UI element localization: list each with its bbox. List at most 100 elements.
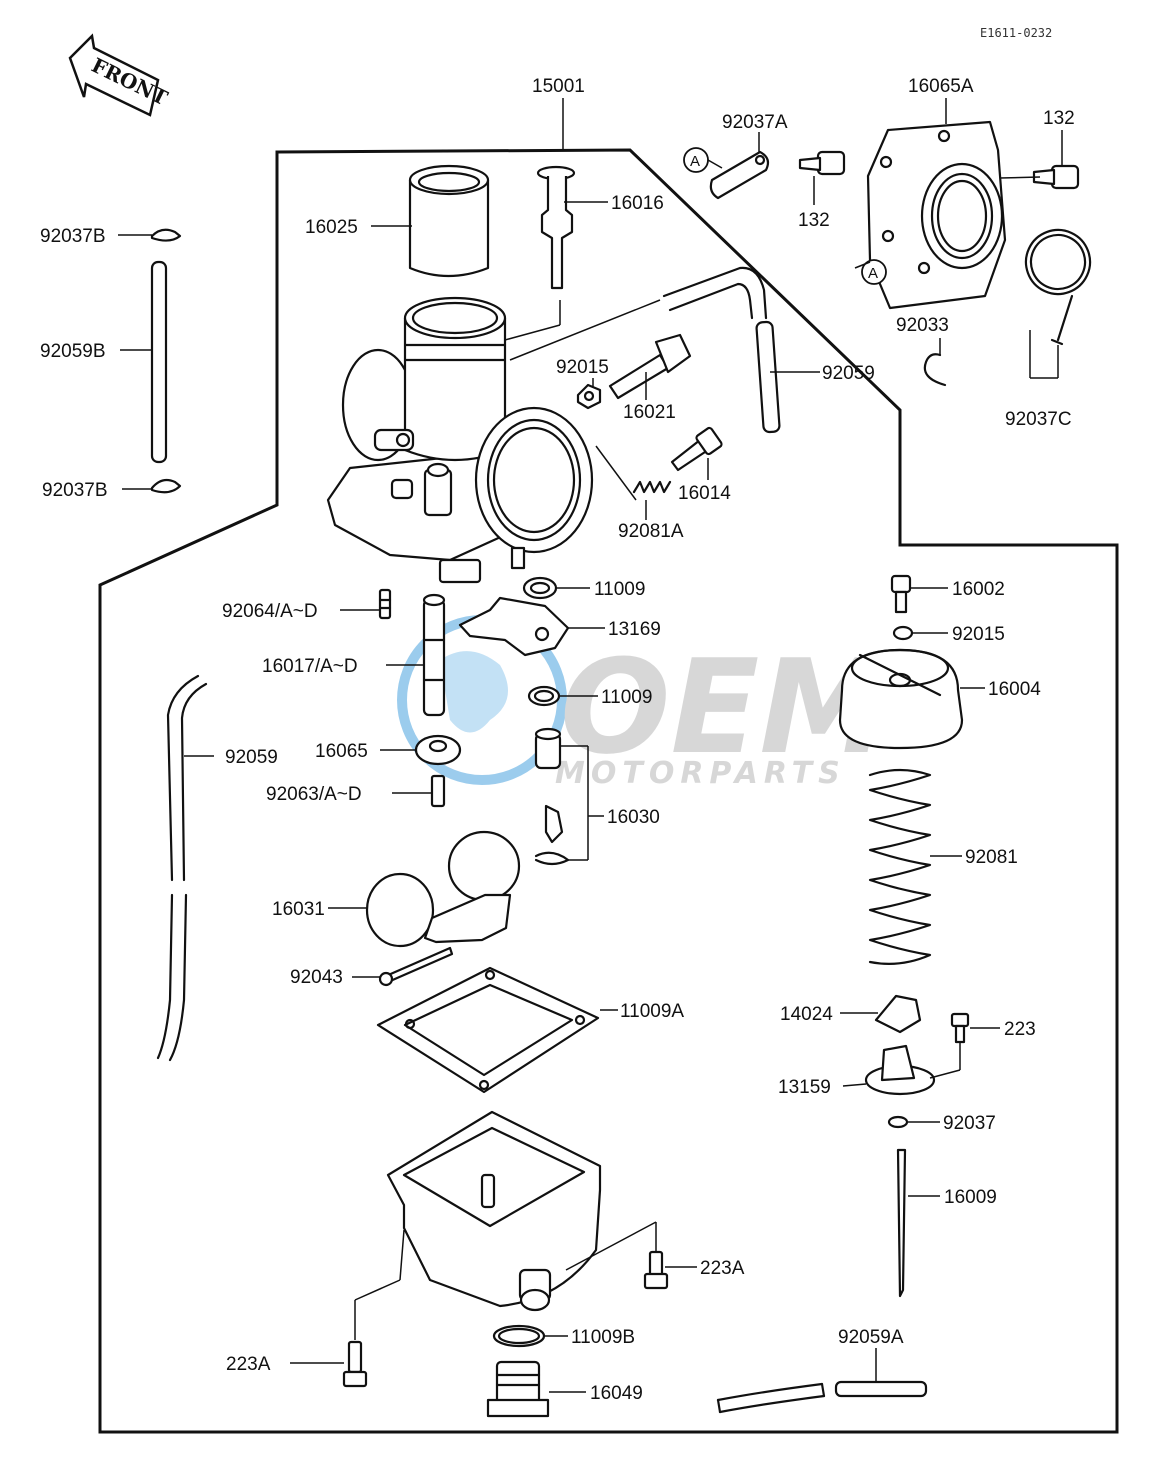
label-92037B-top: 92037B bbox=[40, 226, 106, 247]
throttle-slide-part bbox=[408, 164, 490, 278]
label-16004: 16004 bbox=[988, 679, 1041, 700]
label-16016: 16016 bbox=[611, 193, 664, 214]
label-92064: 92064/A~D bbox=[222, 601, 318, 622]
label-14024: 14024 bbox=[780, 1004, 833, 1025]
intake-holder-part bbox=[866, 120, 1007, 310]
part-labels: 15001 16065A 92037A 132 132 92037B 16025… bbox=[40, 76, 1075, 1404]
o-ring-part-upper bbox=[522, 576, 558, 600]
tube-part-left bbox=[150, 260, 168, 464]
pilot-jet-part bbox=[378, 588, 392, 620]
cable-adjuster-part bbox=[536, 165, 576, 290]
label-92015-upper: 92015 bbox=[556, 357, 609, 378]
screw-part-223 bbox=[950, 1012, 970, 1044]
clamp-part-top bbox=[150, 228, 182, 242]
tube-part-bottom bbox=[716, 1380, 928, 1414]
label-223A-right: 223A bbox=[700, 1258, 745, 1279]
label-92015-lower: 92015 bbox=[952, 624, 1005, 645]
callout-a-left: A bbox=[683, 147, 709, 173]
label-16002: 16002 bbox=[952, 579, 1005, 600]
label-16021: 16021 bbox=[623, 402, 676, 423]
callout-a-right: A bbox=[861, 259, 887, 285]
label-16065A: 16065A bbox=[908, 76, 974, 97]
label-13159: 13159 bbox=[778, 1077, 831, 1098]
watermark: OEM MOTORPARTS bbox=[397, 615, 889, 791]
label-132-right: 132 bbox=[1043, 108, 1075, 129]
diagram-code: E1611-0232 bbox=[980, 26, 1052, 40]
callout-a-left-label: A bbox=[690, 153, 700, 170]
label-13169: 13169 bbox=[608, 619, 661, 640]
label-11009-upper: 11009 bbox=[594, 579, 645, 600]
needle-clip-ring-part bbox=[887, 1115, 909, 1129]
washer-part bbox=[414, 734, 462, 766]
plate-part bbox=[709, 150, 770, 200]
label-92037: 92037 bbox=[943, 1113, 996, 1134]
label-92059-left: 92059 bbox=[225, 747, 278, 768]
bolt-part-223A-left bbox=[342, 1340, 368, 1388]
watermark-brand: OEM bbox=[560, 631, 889, 783]
label-16030: 16030 bbox=[607, 807, 660, 828]
label-92059A: 92059A bbox=[838, 1327, 904, 1348]
label-92059B: 92059B bbox=[40, 341, 106, 362]
float-bowl-gasket-part bbox=[376, 966, 600, 1094]
label-92063: 92063/A~D bbox=[266, 784, 362, 805]
label-223: 223 bbox=[1004, 1019, 1036, 1040]
watermark-sub: MOTORPARTS bbox=[555, 756, 846, 791]
label-92081A: 92081A bbox=[618, 521, 684, 542]
label-132-left: 132 bbox=[798, 210, 830, 231]
carburetor-body-part bbox=[326, 296, 594, 584]
label-16014: 16014 bbox=[678, 483, 731, 504]
nut-part-upper bbox=[576, 383, 602, 410]
label-11009-lower: 11009 bbox=[601, 687, 652, 708]
label-16009: 16009 bbox=[944, 1187, 997, 1208]
label-11009B: 11009B bbox=[571, 1327, 635, 1348]
front-arrow-icon: FRONT bbox=[68, 33, 172, 117]
assembly-frame bbox=[98, 148, 1119, 1434]
label-16049: 16049 bbox=[590, 1383, 643, 1404]
air-screw-part bbox=[670, 426, 723, 472]
float-part bbox=[365, 830, 521, 948]
label-92037A: 92037A bbox=[722, 112, 788, 133]
baffle-plate-part bbox=[458, 596, 570, 657]
label-92081: 92081 bbox=[965, 847, 1018, 868]
label-16065: 16065 bbox=[315, 741, 368, 762]
label-16025: 16025 bbox=[305, 217, 358, 238]
label-92043: 92043 bbox=[290, 967, 343, 988]
float-pin-part bbox=[378, 946, 454, 987]
throttle-spring-part bbox=[868, 768, 932, 965]
bolt-part-132-left bbox=[798, 150, 846, 176]
label-92033: 92033 bbox=[896, 315, 949, 336]
bolt-part-132-right bbox=[1032, 164, 1080, 190]
main-jet-part bbox=[430, 774, 446, 808]
leader-lines bbox=[118, 98, 1063, 1393]
float-bowl-part bbox=[386, 1110, 602, 1312]
label-16031: 16031 bbox=[272, 899, 325, 920]
nut-part-lower bbox=[892, 625, 914, 641]
overflow-tube-part-left bbox=[156, 674, 208, 1062]
label-223A-left: 223A bbox=[226, 1354, 271, 1375]
o-ring-part-bowl bbox=[492, 1324, 546, 1348]
top-cap-part bbox=[838, 648, 964, 750]
callout-a-right-label: A bbox=[868, 265, 878, 282]
clip-part bbox=[923, 353, 947, 387]
drain-plug-part bbox=[486, 1360, 550, 1418]
o-ring-part-lower bbox=[527, 685, 561, 707]
label-16017: 16017/A~D bbox=[262, 656, 358, 677]
band-clamp-part bbox=[1024, 228, 1092, 346]
pilot-screw-part bbox=[608, 333, 692, 400]
label-92059-right: 92059 bbox=[822, 363, 875, 384]
needle-valve-part bbox=[534, 727, 570, 866]
label-11009A: 11009A bbox=[620, 1001, 684, 1022]
overflow-tube-part-top bbox=[662, 266, 781, 434]
spring-part-small bbox=[632, 480, 672, 494]
jet-needle-part bbox=[896, 1148, 907, 1298]
label-92037C: 92037C bbox=[1005, 409, 1072, 430]
needle-holder-part bbox=[864, 1044, 936, 1096]
bolt-part-16002 bbox=[890, 574, 912, 614]
label-92037B-bottom: 92037B bbox=[42, 480, 108, 501]
clamp-part-bottom bbox=[150, 478, 182, 494]
bolt-part-223A-right bbox=[643, 1250, 669, 1290]
needle-clip-part bbox=[874, 994, 922, 1034]
needle-jet-part bbox=[422, 593, 446, 717]
label-15001: 15001 bbox=[532, 76, 585, 97]
